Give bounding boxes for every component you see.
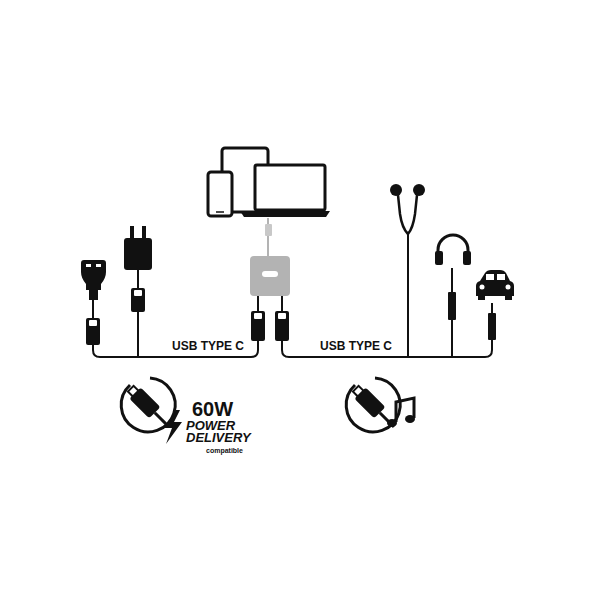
adapter-icon (265, 224, 272, 236)
port-label: USB TYPE C (320, 340, 392, 352)
wall-charger-icon (137, 270, 139, 288)
phone-icon (208, 172, 232, 216)
headphones-icon (451, 280, 453, 292)
car-icon (506, 285, 511, 290)
power-delivery-icon (164, 410, 182, 444)
adapter-icon (250, 256, 290, 296)
usb-c-connector (254, 313, 262, 319)
usb-c-connector (251, 311, 289, 341)
audio-icon (346, 378, 415, 433)
audio-icon (346, 378, 400, 432)
adapter-icon (281, 296, 283, 311)
phone-icon (208, 172, 232, 216)
audio-icon (353, 386, 364, 397)
headphones-icon (448, 292, 456, 320)
car-charger-icon (96, 264, 101, 267)
car-icon (476, 270, 514, 296)
car-icon (480, 285, 485, 290)
earphones-icon (398, 195, 408, 234)
earphones-icon (413, 184, 425, 196)
cable-wire (282, 340, 492, 357)
car-charger-icon (86, 264, 91, 267)
wattage-label: 60W (192, 399, 233, 419)
power-delivery-icon (121, 378, 182, 444)
car-icon (505, 296, 512, 300)
wall-charger-icon (124, 238, 152, 270)
usb-c-connector (251, 311, 265, 341)
headphones-icon (435, 251, 443, 265)
cable-wire (137, 312, 139, 357)
power-delivery-label: POWER DELIVERY (186, 420, 251, 445)
adapter-icon (257, 296, 259, 311)
car-charger-icon (92, 300, 94, 318)
usb-c-connector (278, 313, 286, 319)
earphones-icon (390, 184, 402, 196)
audio-icon (387, 419, 397, 427)
audio-icon (396, 398, 414, 422)
car-icon (476, 270, 514, 340)
earphones-icon (390, 184, 425, 234)
wall-charger-icon (142, 226, 146, 239)
port-label: USB TYPE C (172, 340, 244, 352)
car-icon (478, 296, 485, 300)
car-icon (497, 274, 505, 280)
headphones-icon (463, 251, 471, 265)
car-icon (491, 303, 493, 313)
cable-wire (93, 234, 492, 357)
compatible-note: compatible (206, 447, 243, 454)
wall-charger-icon (131, 288, 145, 312)
headphones-icon (451, 268, 453, 280)
car-icon (488, 313, 496, 340)
usb-c-connector (275, 311, 289, 341)
earphones-icon (408, 195, 417, 234)
adapter-icon (262, 271, 278, 277)
headphones-icon (435, 235, 471, 320)
laptop-icon (255, 165, 325, 210)
wall-charger-icon (124, 226, 152, 312)
phone-icon (216, 211, 224, 213)
laptop-icon (240, 211, 330, 217)
laptop-icon (240, 165, 330, 217)
adapter-icon (250, 218, 290, 311)
car-icon (486, 274, 494, 280)
car-charger-icon (89, 320, 97, 326)
car-charger-icon (89, 290, 98, 300)
power-delivery-icon (128, 386, 139, 397)
audio-icon (405, 415, 415, 423)
audio-icon (350, 383, 399, 432)
cable-wire (451, 320, 453, 357)
wall-charger-icon (130, 226, 134, 239)
cable-wire (407, 234, 409, 357)
car-charger-icon (81, 260, 106, 345)
cable-wire (93, 341, 258, 357)
wall-charger-icon (134, 290, 142, 296)
car-charger-icon (81, 260, 106, 290)
car-charger-icon (86, 318, 100, 345)
